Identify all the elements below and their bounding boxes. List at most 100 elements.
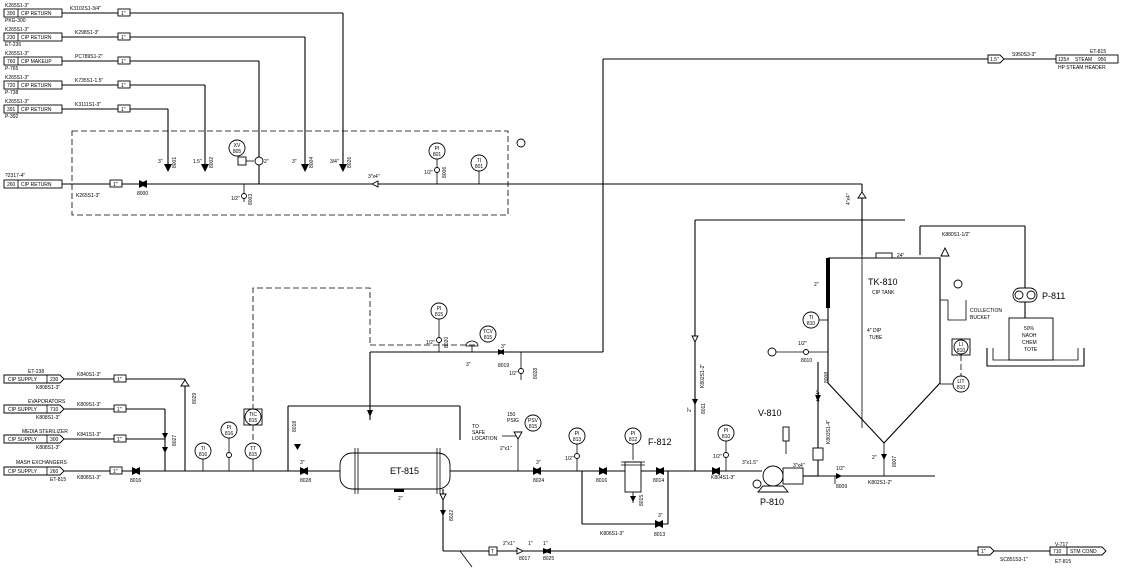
lit-810: LIT 810 [940, 355, 970, 393]
ti-810-tag: TI [809, 315, 813, 321]
tank-heater [826, 258, 830, 308]
xv-size: 2" [264, 159, 269, 165]
cond-num: 710 [1053, 549, 1062, 555]
p-810: P-810 [752, 465, 804, 507]
supply-2-top: EVAPORATORS [28, 399, 66, 405]
supply-4-name: CIP SUPPLY [8, 469, 38, 475]
ti-810-num: 810 [807, 321, 816, 327]
pi-801-num: 801 [433, 152, 442, 158]
tote-2: NAOH [1022, 333, 1037, 339]
et-815-vessel: ET-815 2" [339, 448, 451, 502]
dip-tube-1: 4" DIP [867, 328, 882, 334]
inbound-4-top: K265S1-3" [5, 75, 29, 81]
v-810-label: V-810 [758, 408, 782, 418]
xv-805-num: 805 [233, 149, 242, 155]
supply-4-num: 260 [50, 469, 59, 475]
header-return-name: CIP RETURN [21, 182, 52, 188]
valve-8000: 8000 [137, 191, 148, 197]
valve-8004: 8004 [309, 157, 315, 168]
xv-805: XV 805 2" [228, 139, 269, 166]
ti-816: TI 816 [194, 442, 212, 471]
inbound-group-2: K265S1-3" 230 CIP RETURN ET-236 K298S1-3… [3, 27, 306, 166]
inbound-2-size: 1" [121, 35, 126, 41]
psv-pressure: 150 [507, 412, 516, 418]
valve-8028: 8028 [533, 368, 539, 379]
tote-4: TOTE [1024, 347, 1038, 353]
valve-8016-b: 8016 [596, 478, 607, 484]
steam-size: 1.5" [990, 57, 999, 63]
steam-line: S950S3-3" [1012, 52, 1036, 58]
pi-810-num: 810 [722, 434, 731, 440]
pi-812-tag: PI [631, 431, 636, 437]
size-3in-f: 3" [536, 460, 541, 466]
valve-8025: 8025 [543, 556, 554, 562]
supply-4-sub: ET-815 [50, 477, 66, 483]
psv-size: 2"x1" [500, 446, 512, 452]
valve-8019: 8019 [498, 363, 509, 369]
line-k880: K880S1-1/2" [942, 232, 970, 238]
valve-8026: 8026 [347, 157, 353, 168]
tic-815: TIC 815 [243, 408, 263, 426]
valve-8020: 8020 [444, 337, 450, 348]
inbound-2-line: K298S1-3" [75, 30, 99, 36]
inbound-group-5: K265S1-3" 391 CIP RETURN P-392 K3111S1-3… [3, 99, 169, 166]
li-810: LI 810 [951, 338, 971, 356]
cond-tag: V-717 [1055, 542, 1068, 548]
inbound-5-line: K3111S1-3" [75, 102, 101, 108]
size-3x1-5: 3"x1.5" [742, 460, 758, 466]
et-815-drain-size: 2" [398, 496, 403, 502]
size-2x1: 2"x1" [503, 541, 515, 547]
control-dashed [252, 287, 371, 410]
supply-1-num: 230 [50, 377, 59, 383]
header-return-size: 1" [113, 182, 118, 188]
valve-8022: 8022 [449, 510, 455, 521]
tote-1: 50% [1024, 326, 1035, 332]
steam-tag: ET-815 [1090, 49, 1106, 55]
supply-2-name: CIP SUPPLY [8, 407, 38, 413]
valve-8008: 8008 [824, 372, 830, 383]
tank-side-size: 2" [814, 282, 819, 288]
inbound-3-name: CIP MAKEUP [21, 59, 52, 65]
valve-8002: 8002 [209, 157, 215, 168]
inbound-4-sub: P-738 [5, 90, 19, 96]
supply-3: MEDIA STERILIZER CIP SUPPLY 300 K808S1-3… [3, 429, 165, 451]
steam-num2: 950 [1098, 57, 1107, 63]
valve-8018: 8018 [292, 421, 298, 432]
steam-header: 1.5" S950S3-3" ET-815 125# STEAM 950 HP … [602, 49, 1119, 352]
size-half-h: 1/2" [798, 341, 807, 347]
ti-801: TI 801 [470, 154, 488, 184]
supply-2-sub: K808S1-3" [36, 415, 60, 421]
inbound-1-top: K265S1-3" [5, 3, 29, 9]
size-4x4: 4"x4" [846, 193, 852, 205]
skid-boundary [71, 130, 509, 216]
supply-3-top: MEDIA STERILIZER [22, 429, 68, 435]
bucket-2: BUCKET [970, 315, 990, 321]
size-1in-b: 1" [528, 541, 533, 547]
pi-812: PI 812 [624, 427, 642, 460]
size-half-g: 1/2" [836, 466, 845, 472]
size-1-5in: 1.5" [193, 159, 202, 165]
tt-815-tag: TT [250, 446, 256, 452]
valve-8001: 8001 [172, 157, 178, 168]
line-k802-b: K802S1-2" [868, 480, 892, 486]
ti-801-num: 801 [475, 164, 484, 170]
pi-815-tag: PI [437, 306, 442, 312]
tote-3: CHEM [1022, 340, 1037, 346]
inbound-3-size: 1" [121, 59, 126, 65]
line-k802: K802S1-2" [700, 364, 706, 388]
line-k806: K806S1-3" [600, 531, 624, 537]
ti-801-tag: TI [477, 158, 481, 164]
tcv-815-tag: TCV [483, 329, 494, 335]
valve-8015: 8015 [639, 495, 645, 506]
supply-2: EVAPORATORS CIP SUPPLY 710 K808S1-3" K80… [3, 399, 165, 421]
header-return-top: ?2317-4" [5, 173, 25, 179]
tcv-815: TCV 815 [465, 325, 497, 352]
header-valves: 8000 3" 8001 1.5" 8002 3" 8004 3/4" 8026… [137, 157, 380, 197]
pi-810-tag: PI [724, 428, 729, 434]
inbound-3-top: K265S1-3" [5, 51, 29, 57]
line-k804: K804S1-3" [711, 475, 735, 481]
inbound-4-line: K735S1-1.5" [75, 78, 103, 84]
note-to: TO [472, 424, 479, 430]
size-2in-b: 2" [872, 455, 877, 461]
psv-815: PSV 815 150 PSIG TO SAFE LOCATION 2"x1" [472, 412, 542, 471]
